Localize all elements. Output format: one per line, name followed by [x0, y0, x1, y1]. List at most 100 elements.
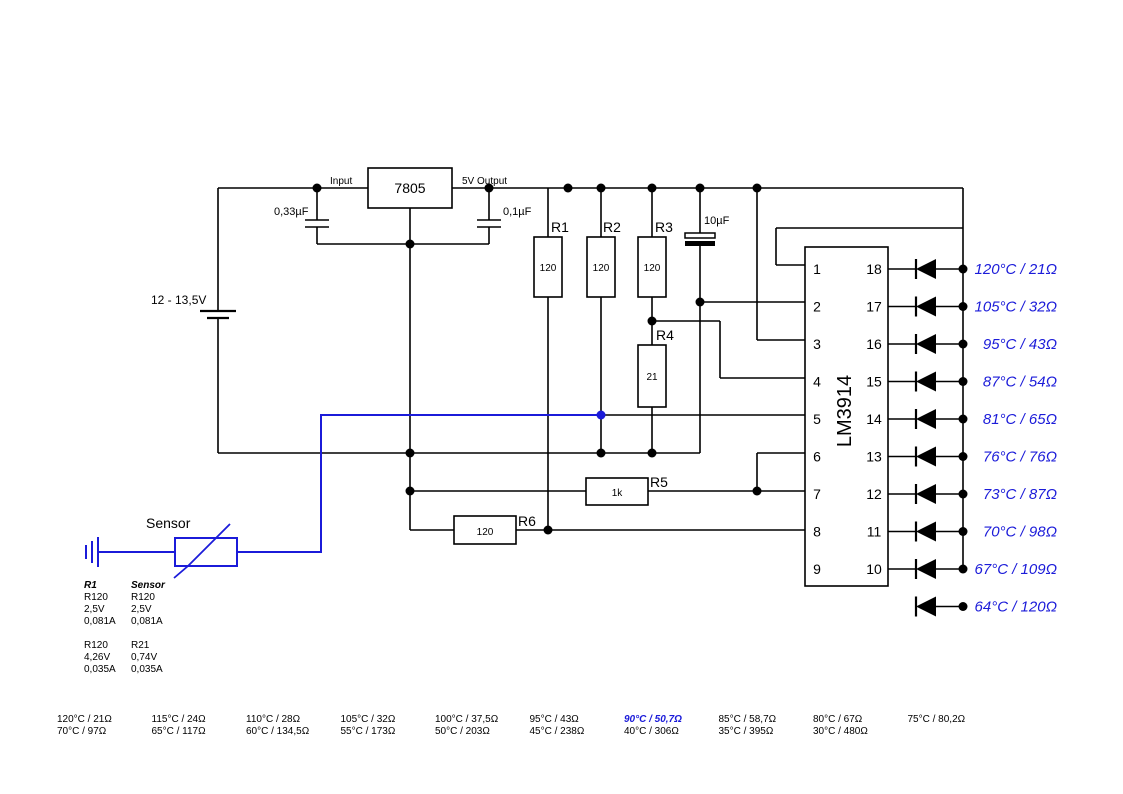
ic-pin-3: 3	[813, 336, 821, 352]
led-junction-dot	[958, 302, 968, 311]
led-diode-icon	[916, 409, 936, 429]
resistor-r6-name: R6	[518, 513, 536, 529]
ic-pin-4: 4	[813, 374, 821, 390]
ic-pin-10: 10	[866, 561, 882, 577]
ic-pin-17: 17	[866, 299, 882, 315]
sensor-circuit: Sensor	[85, 410, 606, 579]
led-temperature-label: 67°C / 109Ω	[975, 561, 1057, 578]
led-diode-icon	[916, 371, 936, 392]
ref-cap-label: 10µF	[704, 215, 730, 227]
led-junction-dot	[958, 264, 968, 274]
temp-table-top: 85°C / 58,7Ω	[719, 714, 777, 725]
led-temperature-label: 120°C / 21Ω	[975, 261, 1057, 278]
resistor-r5-name: R5	[650, 474, 668, 490]
temp-table-bottom: 30°C / 480Ω	[813, 726, 868, 737]
led-temperature-label: 81°C / 65Ω	[983, 411, 1057, 428]
regulator-input-label: Input	[330, 176, 352, 187]
ic-pin-1: 1	[813, 261, 821, 277]
regulator-output-label: 5V Output	[462, 176, 507, 187]
led-diode-icon	[916, 334, 936, 354]
led-diode-icon	[916, 446, 936, 467]
lm3914-label: LM3914	[834, 375, 856, 447]
resistor-r6-value: 120	[477, 527, 494, 538]
resistor-r3	[637, 236, 667, 298]
sensor-thermistor	[174, 537, 238, 567]
temp-table-bottom: 50°C / 203Ω	[435, 726, 490, 737]
resistor-r5-value: 1k	[612, 488, 624, 499]
input-cap-label: 0,33µF	[274, 206, 309, 218]
thermistor-arrow-icon	[173, 523, 231, 579]
calc-cell: R21	[131, 640, 150, 651]
temp-table-top: 105°C / 32Ω	[341, 714, 396, 725]
lm3914-body	[804, 246, 889, 587]
temp-table-top: 110°C / 28Ω	[246, 714, 301, 725]
ic-pin-5: 5	[813, 411, 821, 427]
led-junction-dot	[958, 414, 968, 424]
resistor-r1-value: 120	[540, 263, 557, 274]
resistor-r3-name: R3	[655, 219, 673, 235]
calc-cell: 2,5V	[84, 604, 105, 615]
resistor-r6	[453, 515, 517, 545]
calc-cell: R120	[131, 592, 155, 603]
temp-table-bottom: 65°C / 117Ω	[152, 726, 207, 737]
ic-pin-13: 13	[866, 449, 882, 465]
temp-table-top: 115°C / 24Ω	[152, 714, 207, 725]
calc-cell: R120	[84, 592, 108, 603]
ic-pin-7: 7	[813, 486, 821, 502]
ic-pin-6: 6	[813, 449, 821, 465]
ref-cap-plate-positive	[684, 232, 716, 239]
calc-cell: 0,035A	[131, 664, 163, 675]
resistor-r1-name: R1	[551, 219, 569, 235]
battery-label: 12 - 13,5V	[151, 293, 206, 307]
led-diode-icon	[916, 259, 936, 279]
calc-cell: 0,081A	[131, 616, 163, 627]
power-supply: 12 - 13,5V 7805 Input 5V Output 0,33µF 0…	[151, 167, 964, 566]
resistor-r2	[586, 236, 616, 298]
led-temperature-label: 105°C / 32Ω	[975, 299, 1057, 316]
ic-pin-16: 16	[866, 336, 882, 352]
temp-table-top: 120°C / 21Ω	[57, 714, 112, 725]
led-temperature-label: 95°C / 43Ω	[983, 336, 1057, 353]
regulator-label: 7805	[394, 180, 425, 196]
resistor-r3-value: 120	[644, 263, 661, 274]
temp-table-bottom: 35°C / 395Ω	[719, 726, 774, 737]
led-junction-dot	[958, 339, 968, 349]
led-temperature-label: 76°C / 76Ω	[983, 449, 1057, 466]
calc-cell: 0,035A	[84, 664, 116, 675]
led-junction-dot	[958, 377, 968, 386]
led-junction-dot	[958, 452, 968, 461]
resistor-r4-name: R4	[656, 327, 674, 343]
temp-table-top: 95°C / 43Ω	[530, 714, 580, 725]
temp-table-bottom: 45°C / 238Ω	[530, 726, 585, 737]
calc-cell: R120	[84, 640, 108, 651]
ic-pin-18: 18	[866, 261, 882, 277]
led-junction-dot	[958, 489, 968, 499]
ic-pin-11: 11	[867, 524, 882, 540]
resistor-r4-value: 21	[646, 372, 658, 383]
led-temperature-label: 73°C / 87Ω	[983, 486, 1057, 503]
temp-table-top: 90°C / 50,7Ω	[624, 714, 682, 725]
resistor-r5	[585, 477, 649, 506]
temp-table-top: 100°C / 37,5Ω	[435, 714, 499, 725]
calc-cell: R1	[84, 580, 97, 591]
ic-pin-15: 15	[866, 374, 882, 390]
sensor-label: Sensor	[146, 515, 191, 531]
temp-table-bottom: 70°C / 97Ω	[57, 726, 107, 737]
ic-pin-14: 14	[866, 411, 882, 427]
led-diode-icon	[916, 484, 936, 504]
sensor-junction-dot	[596, 410, 606, 420]
calc-cell: 0,081A	[84, 616, 116, 627]
calc-cell: 2,5V	[131, 604, 152, 615]
calc-cell: 0,74V	[131, 652, 157, 663]
calculation-table: R1R1202,5V0,081AR1204,26V0,035ASensorR12…	[84, 580, 166, 675]
led-temperature-label: 64°C / 120Ω	[975, 599, 1057, 616]
led-diode-icon	[916, 296, 936, 317]
junction-dots	[312, 183, 762, 535]
temp-table-top: 75°C / 80,2Ω	[908, 714, 966, 725]
temp-table-bottom: 60°C / 134,5Ω	[246, 726, 310, 737]
led-diode-icon	[916, 596, 936, 617]
